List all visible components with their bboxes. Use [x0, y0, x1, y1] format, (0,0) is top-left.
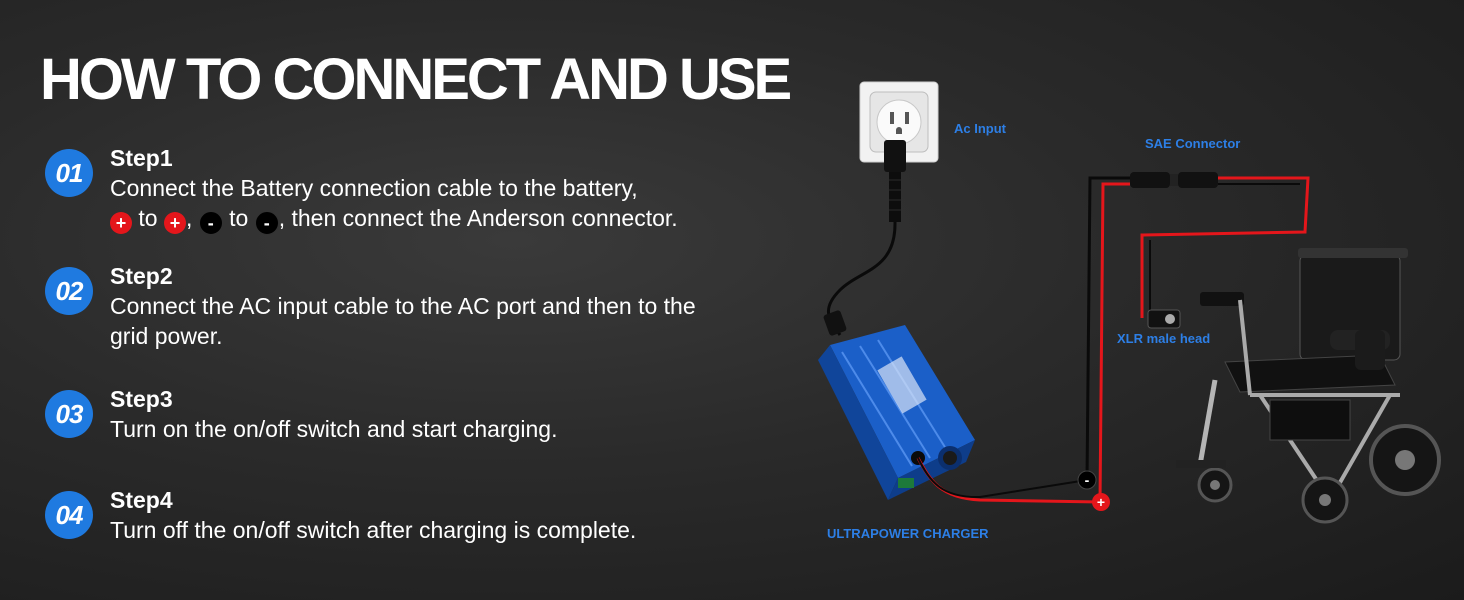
step-text-line: Turn on the on/off switch and start char…	[110, 416, 558, 442]
ac-plug-icon	[884, 140, 906, 222]
wall-outlet-icon	[859, 81, 939, 163]
positive-terminal-icon: +	[163, 212, 186, 234]
step-text: Connect the AC input cable to the AC por…	[110, 291, 790, 351]
step-number-badge: 04	[45, 491, 93, 539]
step-text-line: grid power.	[110, 323, 223, 349]
xlr-connector-icon	[1147, 309, 1181, 329]
positive-terminal-icon: +	[110, 212, 132, 234]
to-word: to	[229, 205, 249, 231]
step-number-badge: 03	[45, 390, 93, 438]
step-number-badge: 01	[45, 149, 93, 197]
step-text-end: , then connect the Anderson connector.	[278, 205, 678, 231]
sae-connector-label: SAE Connector	[1145, 136, 1241, 151]
red-wire	[1098, 182, 1130, 503]
negative-terminal-label: -	[1085, 472, 1090, 488]
to-word: to	[138, 205, 158, 231]
black-wire	[917, 457, 1088, 499]
step-title: Step3	[110, 386, 173, 412]
negative-terminal-icon: -	[254, 211, 279, 235]
step-title: Step2	[110, 263, 173, 289]
negative-terminal-icon: -	[198, 211, 223, 235]
wheelchair-icon	[1176, 248, 1441, 524]
charger-label: ULTRAPOWER CHARGER	[827, 526, 989, 541]
step-title: Step4	[110, 487, 173, 513]
red-wire	[1140, 176, 1310, 318]
step-text-line: Turn off the on/off switch after chargin…	[110, 517, 637, 543]
ac-connector-icon	[823, 310, 847, 336]
page-title: HOW TO CONNECT AND USE	[40, 47, 792, 112]
step-text: Connect the Battery connection cable to …	[110, 173, 790, 235]
step-title: Step1	[110, 145, 173, 171]
positive-terminal-label: +	[1097, 494, 1105, 510]
black-wire	[1085, 176, 1130, 481]
negative-terminal-icon	[1077, 470, 1097, 490]
positive-terminal-icon	[1092, 493, 1110, 511]
step-text-line: + to +, - to -, then connect the Anderso…	[110, 203, 790, 235]
step-text-line: Connect the AC input cable to the AC por…	[110, 293, 696, 319]
step-text: Turn off the on/off switch after chargin…	[110, 515, 790, 545]
sae-connector-icon	[1130, 172, 1218, 188]
step-text-line: Connect the Battery connection cable to …	[110, 175, 638, 201]
step-number-badge: 02	[45, 267, 93, 315]
ac-input-label: Ac Input	[954, 121, 1006, 136]
comma: ,	[185, 205, 193, 231]
xlr-male-head-label: XLR male head	[1117, 331, 1211, 346]
step-text: Turn on the on/off switch and start char…	[110, 414, 790, 444]
charger-icon	[818, 325, 975, 500]
